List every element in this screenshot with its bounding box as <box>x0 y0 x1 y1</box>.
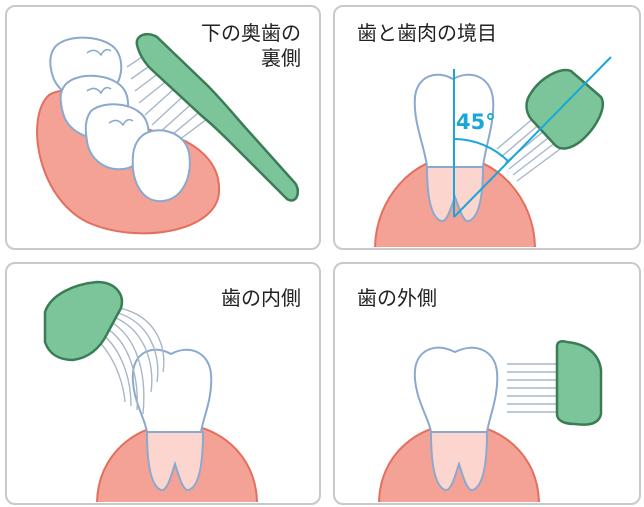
panel-gum-line: 歯と歯肉の境目 45° <box>333 5 641 250</box>
caption-line-1: 下の奥歯の <box>201 21 301 46</box>
brush-head <box>45 282 122 360</box>
caption-lower-back-teeth: 下の奥歯の 裏側 <box>201 21 301 71</box>
caption-inner-side: 歯の内側 <box>221 286 301 311</box>
panel-outer-side: 歯の外側 <box>333 262 641 505</box>
caption-outer-side: 歯の外側 <box>357 286 437 311</box>
panel-inner-side: 歯の内側 <box>5 262 321 505</box>
caption-gum-line: 歯と歯肉の境目 <box>357 21 497 46</box>
angle-label: 45° <box>456 110 496 134</box>
tooth-crown <box>415 348 497 432</box>
brush-head <box>557 341 601 424</box>
bristles <box>507 364 559 412</box>
caption-line-2: 裏側 <box>201 46 301 71</box>
molar-4 <box>133 130 190 201</box>
panel-lower-back-teeth: 下の奥歯の 裏側 <box>5 5 321 250</box>
tooth-crown <box>133 350 211 432</box>
